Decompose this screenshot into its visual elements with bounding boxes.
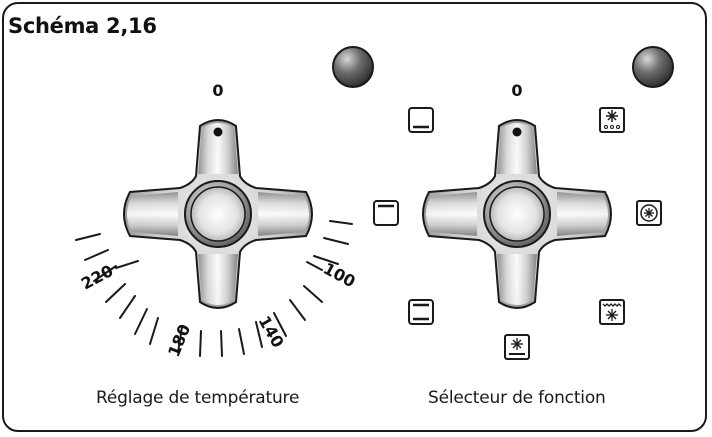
temperature-scale xyxy=(75,220,353,357)
function-selector-knob[interactable] xyxy=(422,119,612,309)
temperature-label-180: 180 xyxy=(164,321,194,359)
temperature-zero-label: 0 xyxy=(212,81,223,100)
function-caption: Sélecteur de fonction xyxy=(428,388,606,408)
temperature-label-220: 220 xyxy=(78,261,116,293)
temperature-label-140: 140 xyxy=(255,313,288,351)
temperature-knob[interactable] xyxy=(123,119,313,309)
fan-icon xyxy=(636,200,662,226)
temperature-caption: Réglage de température xyxy=(96,388,300,408)
grill-fan-icon xyxy=(599,299,625,325)
temperature-label-100: 100 xyxy=(320,259,358,291)
diagram-title: Schéma 2,16 xyxy=(8,14,157,38)
function-indicator-lamp xyxy=(632,46,674,88)
bottom-heat-icon xyxy=(408,107,434,133)
top-bottom-heat-icon xyxy=(408,299,434,325)
temperature-indicator-lamp xyxy=(332,46,374,88)
fan-bottom-heat-icon xyxy=(504,334,530,360)
function-zero-label: 0 xyxy=(511,81,522,100)
defrost-icon xyxy=(599,107,625,133)
top-heat-icon xyxy=(373,200,399,226)
